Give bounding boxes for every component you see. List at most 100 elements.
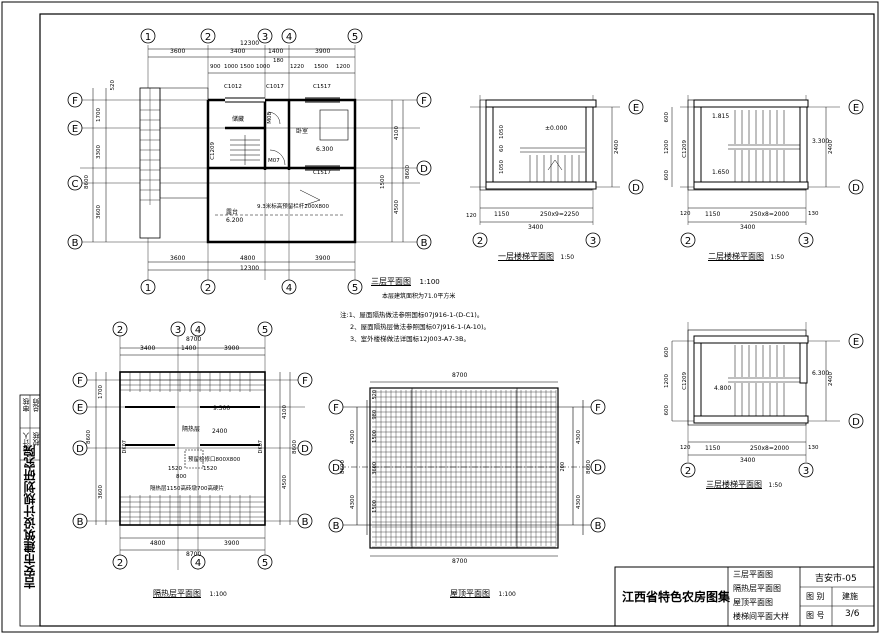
- axis-bubble: [848, 179, 864, 195]
- s1-dim-3: 250x9=2250: [540, 211, 580, 218]
- axis-bubble: [798, 232, 814, 248]
- axis-bubble: [848, 413, 864, 429]
- s1-depth: 2400: [614, 140, 620, 154]
- axis-bubble-label: D: [301, 444, 309, 455]
- axis-bubble-label: B: [72, 238, 79, 249]
- axis-bubble: [680, 232, 696, 248]
- hl-label-10: DK07: [258, 440, 264, 454]
- fp3-left-5: 3600: [96, 205, 102, 219]
- fp3-window-5: C1517: [313, 170, 331, 176]
- fp3-window-2: C1017: [266, 84, 284, 90]
- axis-bubble: [590, 399, 606, 415]
- roof-dim-1: 520: [372, 390, 378, 400]
- hl-top-3: 3900: [224, 345, 240, 352]
- roof-right-1: 4300: [576, 430, 582, 444]
- axis-bubble: [72, 372, 88, 388]
- fp3-sub-3: 1500: [240, 64, 254, 70]
- axis-bubble-label: 5: [352, 32, 358, 43]
- hl-label-3: 2400: [212, 428, 228, 435]
- axis-bubble: [416, 92, 432, 108]
- category-label: 图 别: [806, 592, 825, 601]
- fp3-window-4: C1209: [210, 142, 216, 160]
- fp3-elev-2: 6.200: [226, 217, 244, 224]
- axis-bubble: [72, 440, 88, 456]
- axis-bubble: [140, 279, 156, 295]
- axis-bubble-label: F: [72, 96, 78, 107]
- hl-total-top: 8700: [186, 336, 202, 343]
- axis-bubble: [257, 321, 273, 337]
- fp3-sub-1: 900: [210, 64, 221, 70]
- axis-bubble: [140, 28, 156, 44]
- axis-bubble: [628, 179, 644, 195]
- s1-dim-2: 1150: [494, 211, 510, 218]
- hl-label-7: 1520: [203, 466, 217, 472]
- hl-label-5: 1520: [168, 466, 182, 472]
- axis-bubble: [72, 399, 88, 415]
- axis-bubble-label: 4: [286, 32, 292, 43]
- content-2: 隔热层平面图: [733, 584, 781, 593]
- s1-elev: ±0.000: [545, 125, 568, 132]
- roof-dim-2: 980: [372, 410, 378, 420]
- axis-bubble-label: F: [302, 376, 308, 387]
- title-block: [614, 566, 875, 627]
- fp3-right-1: 4100: [394, 126, 400, 140]
- s1-dim-1: 120: [466, 213, 477, 219]
- fp3-total-top: 12300: [240, 40, 260, 47]
- roof-title: 屋顶平面图 1:100: [450, 588, 516, 599]
- axis-bubble: [328, 399, 344, 415]
- roof-dim-5: 3600: [372, 462, 378, 475]
- axis-bubble: [112, 321, 128, 337]
- axis-bubble-label: E: [853, 337, 859, 348]
- axis-bubble: [170, 321, 186, 337]
- axis-bubble: [112, 554, 128, 570]
- note-2: 2、屋面隔热层做法参照国标07J916-1-(A-10)。: [350, 323, 491, 331]
- fp3-dim-top-4: 3900: [315, 48, 331, 55]
- axis-bubble-label: B: [333, 521, 340, 532]
- stair3-scale: 1:50: [768, 482, 783, 489]
- axis-bubble-label: B: [595, 521, 602, 532]
- left-strip: [19, 394, 41, 627]
- fp3-dim-bot-2: 4800: [240, 255, 256, 262]
- fp3-dim-bot-1: 3600: [170, 255, 186, 262]
- s2-flight-1: 600: [664, 112, 670, 123]
- axis-bubble: [190, 554, 206, 570]
- s1-flight-3: 1050: [499, 160, 505, 174]
- fp3-dim-top-2: 3400: [230, 48, 246, 55]
- hl-label-1: 9.300: [213, 405, 231, 412]
- note-1: 注:1、屋面隔热做法参照国标07J916-1-(D-C1)。: [340, 311, 484, 319]
- axis-bubble-label: D: [632, 183, 640, 194]
- stair2-title-text: 二层楼梯平面图: [708, 252, 764, 261]
- hl-right-3: 4500: [282, 475, 288, 489]
- fp3-dim-top-3: 1400: [268, 48, 284, 55]
- stair2-plan: [671, 95, 840, 225]
- s3-elev-1: 6.300: [812, 370, 830, 377]
- fp3-sub-4: 1000: [256, 64, 270, 70]
- note-3: 3、室外楼梯做法详国标12J003-A7-3B。: [350, 335, 470, 343]
- axis-bubble: [297, 440, 313, 456]
- roof-right-3: 4300: [576, 495, 582, 509]
- hl-left-2: 8600: [86, 430, 92, 444]
- axis-bubble-label: 4: [195, 558, 201, 569]
- axis-bubble-label: D: [332, 463, 340, 474]
- s2-dim-4: 130: [808, 211, 819, 217]
- s2-elev-3: 1.650: [712, 169, 730, 176]
- axis-bubble-label: D: [420, 164, 428, 175]
- s3-depth: 2400: [828, 372, 834, 386]
- axis-bubble-label: 2: [205, 32, 211, 43]
- s2-dim-2: 1150: [705, 211, 721, 218]
- hl-right-2: 8600: [292, 440, 298, 454]
- fp3-room-storage: 储藏: [232, 116, 245, 123]
- s2-elev-2: 3.300: [812, 138, 830, 145]
- fp3-door-1: M08: [267, 112, 273, 124]
- s3-flight-2: 1200: [664, 374, 670, 388]
- fp3-left-3: 3300: [96, 145, 102, 159]
- stair3-plan: [671, 322, 840, 462]
- category-value: 建施: [842, 592, 858, 601]
- axis-bubble-label: D: [852, 183, 860, 194]
- hl-left-1: 1700: [98, 385, 104, 399]
- axis-bubble-label: E: [72, 124, 78, 135]
- stair3-title-text: 三层楼梯平面图: [706, 480, 762, 489]
- axis-bubble-label: 1: [145, 32, 151, 43]
- s1-flight-2: 60: [499, 145, 505, 152]
- hl-top-1: 3400: [140, 345, 156, 352]
